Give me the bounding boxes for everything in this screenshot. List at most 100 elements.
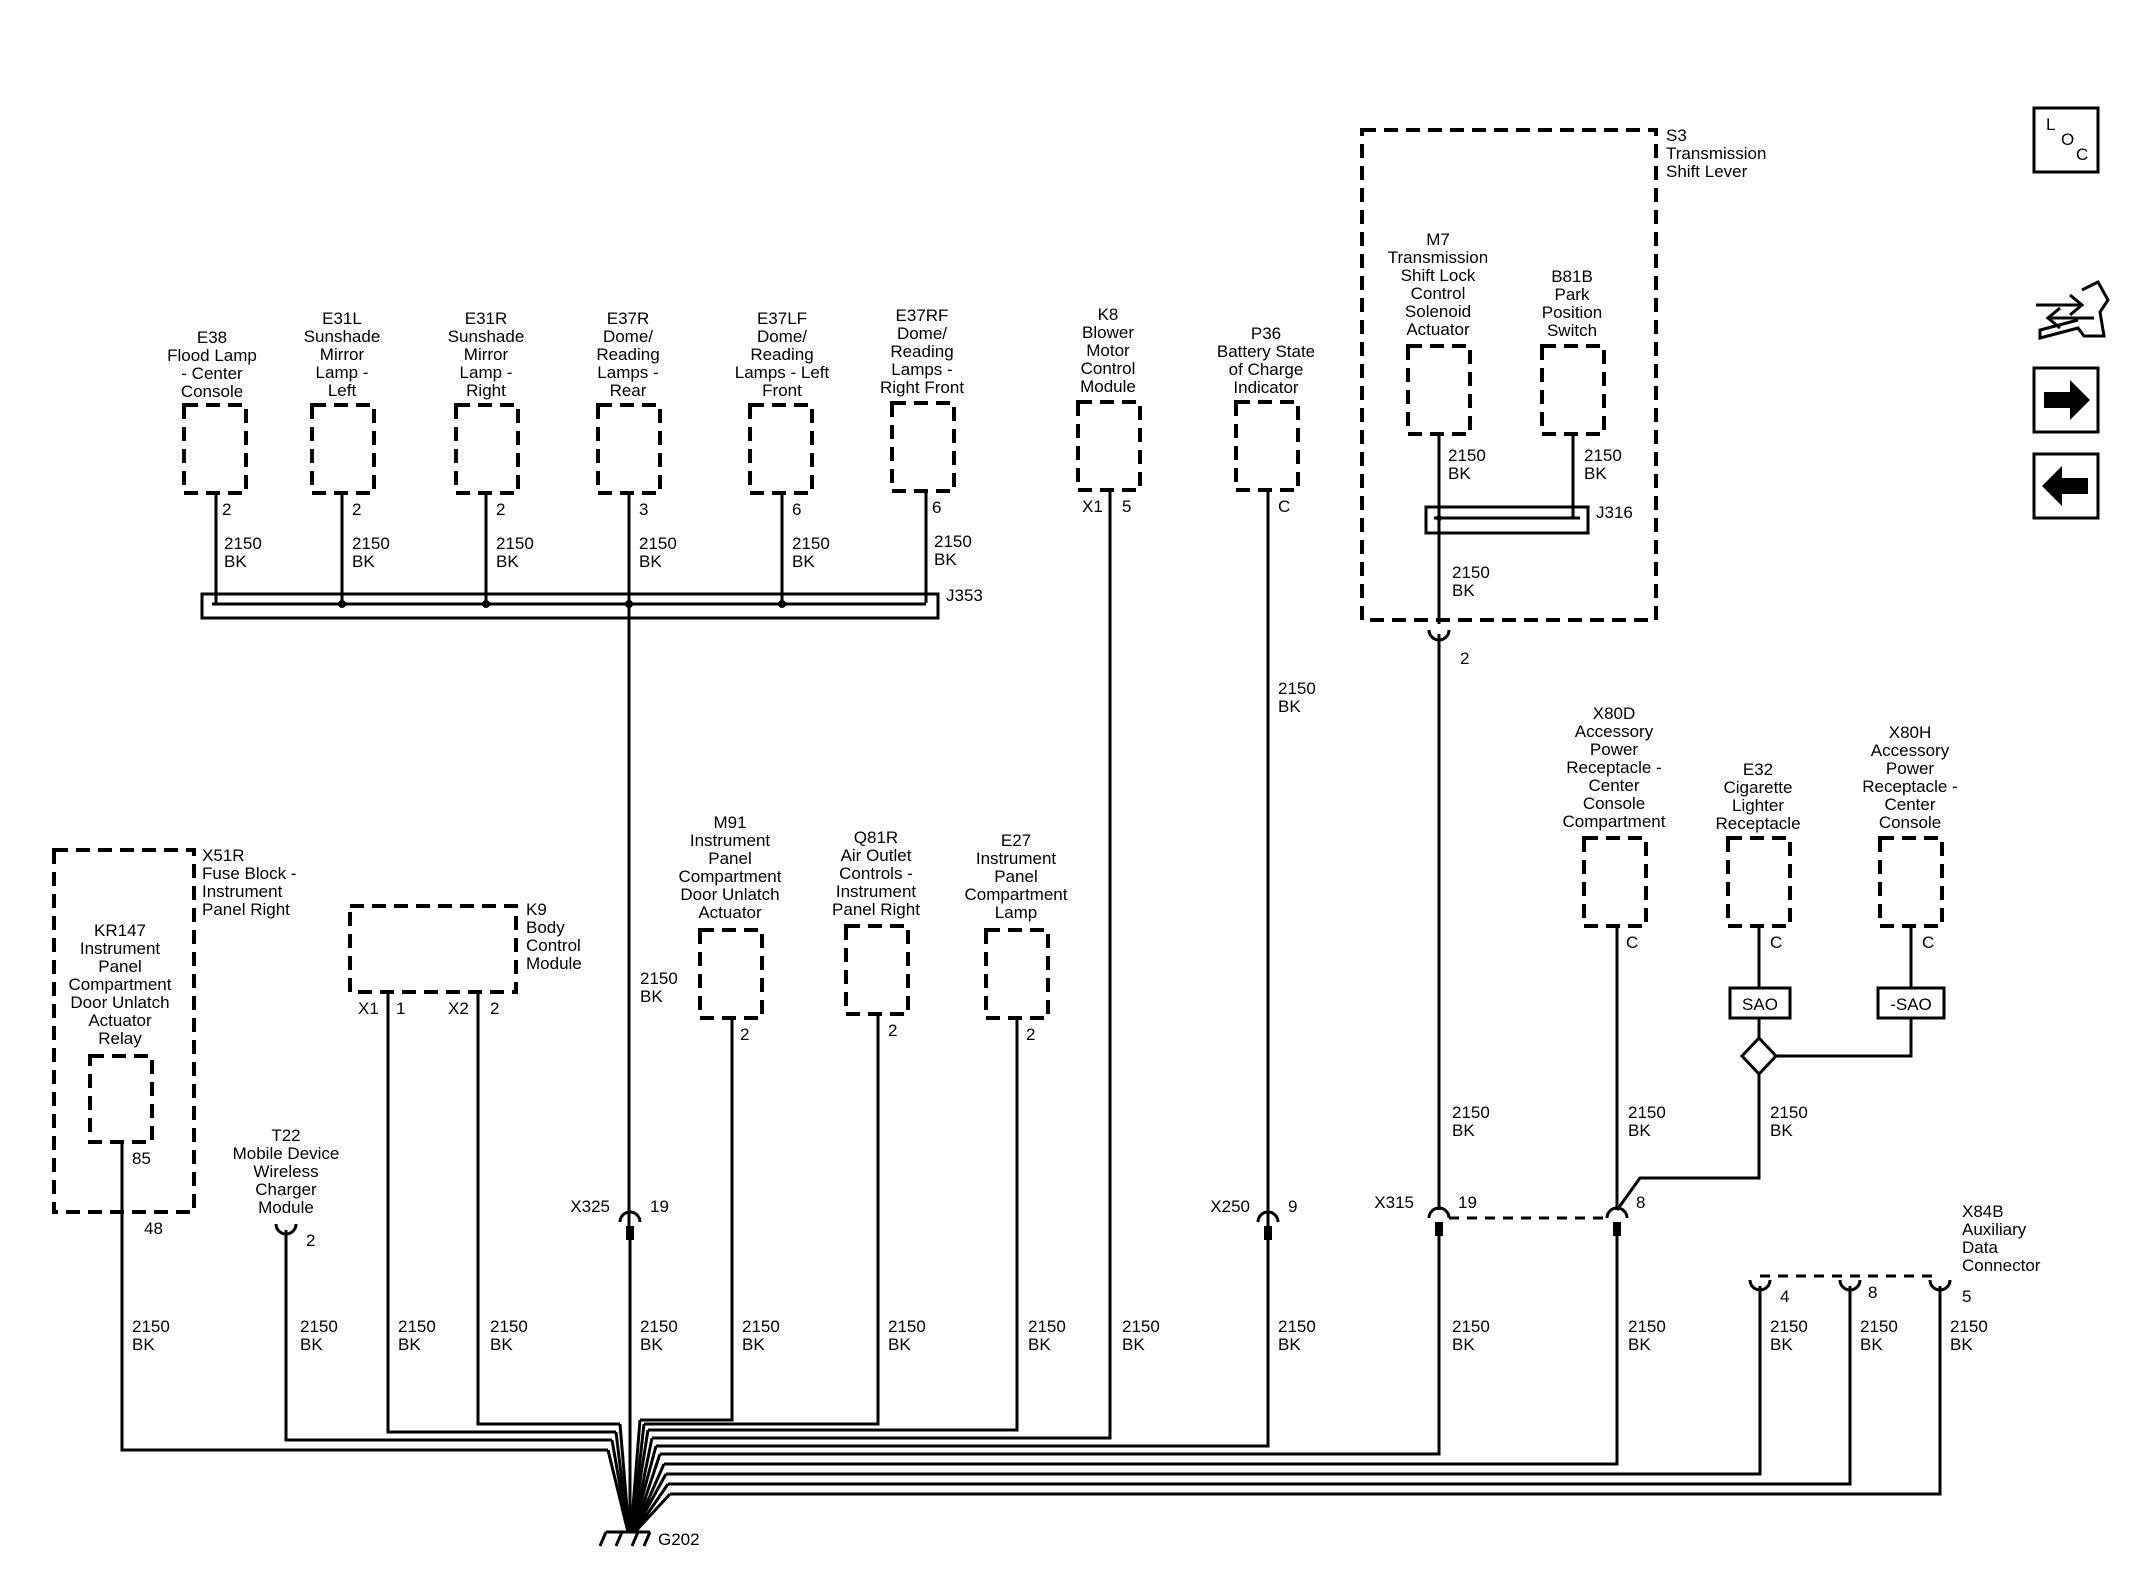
component-x80h[interactable]: X80H Accessory Power Receptacle - Center… [1862,723,1957,952]
splice-j353[interactable]: J353 [200,586,983,620]
k9-pin-1: 1 [396,999,405,1018]
s3-connector-pin: 2 [1460,649,1469,668]
svg-text:BK: BK [1452,1335,1475,1354]
svg-text:2150: 2150 [1278,679,1316,698]
svg-text:2150: 2150 [1628,1103,1666,1122]
k9-line: Body [526,918,565,937]
svg-text:2150: 2150 [1122,1317,1160,1336]
kr147-line: Panel [98,957,141,976]
component-p36[interactable]: P36 Battery State of Charge Indicator C [1217,324,1315,516]
x80d-line: Accessory [1575,722,1654,741]
s3-id: S3 [1666,126,1687,145]
k8-line: Module [1080,377,1136,396]
e37rf-line: Reading [890,342,953,361]
component-e31l[interactable]: E31L Sunshade Mirror Lamp - Left 2 [304,309,381,519]
e37rf-line: Lamps - [891,360,952,379]
svg-text:BK: BK [742,1335,765,1354]
e31r-line: Right [466,381,506,400]
svg-text:BK: BK [1770,1121,1793,1140]
p36-line: Indicator [1233,378,1299,397]
svg-text:SAO: SAO [1742,995,1778,1014]
svg-text:BK: BK [398,1335,421,1354]
svg-text:BK: BK [640,1335,663,1354]
component-e37r[interactable]: E37R Dome/ Reading Lamps - Rear 3 [596,309,662,519]
s3-line: Transmission [1666,144,1766,163]
component-q81r[interactable]: Q81R Air Outlet Controls - Instrument Pa… [832,828,920,1040]
j353-feed-wires [214,491,928,603]
component-x80d[interactable]: X80D Accessory Power Receptacle - Center… [1563,704,1666,952]
svg-text:2150: 2150 [300,1317,338,1336]
component-m91[interactable]: M91 Instrument Panel Compartment Door Un… [679,813,782,1044]
x84b-pin-b: 8 [1868,1283,1877,1302]
connector-x325[interactable]: X325 19 [570,1197,669,1240]
component-s3[interactable]: S3 Transmission Shift Lever [1360,126,1766,622]
component-x51r[interactable]: X51R Fuse Block - Instrument Panel Right… [52,846,296,1238]
e31l-pin: 2 [352,500,361,519]
component-e37rf[interactable]: E37RF Dome/ Reading Lamps - Right Front … [880,306,964,517]
e37r-line: Dome/ [603,327,653,346]
component-e27[interactable]: E27 Instrument Panel Compartment Lamp 2 [965,831,1068,1044]
t22-line: Wireless [253,1162,318,1181]
svg-text:BK: BK [1950,1335,1973,1354]
svg-text:2150: 2150 [496,534,534,553]
svg-text:2150: 2150 [1452,1103,1490,1122]
k8-connector: X1 [1082,497,1103,516]
splice-j316[interactable]: J316 [1424,503,1633,535]
x80h-line: Receptacle - [1862,777,1957,796]
connector-wrench-icon[interactable] [2036,280,2110,340]
component-e37lf[interactable]: E37LF Dome/ Reading Lamps - Left Front 6 [735,309,830,519]
svg-text:2150: 2150 [132,1317,170,1336]
g202-label: G202 [658,1530,700,1549]
m7-line: Control [1411,284,1466,303]
k8-line: Blower [1082,323,1134,342]
x80d-line: Compartment [1563,812,1666,831]
t22-line: Mobile Device [233,1144,340,1163]
component-e38[interactable]: E38 Flood Lamp - Center Console 2 [167,328,257,519]
svg-text:BK: BK [490,1335,513,1354]
svg-text:BK: BK [1028,1335,1051,1354]
e31r-pin: 2 [496,500,505,519]
svg-text:2150: 2150 [1628,1317,1666,1336]
loc-letter-c: C [2076,145,2088,164]
component-k9[interactable]: K9 Body Control Module X1 1 X2 2 [348,900,582,1018]
component-k8[interactable]: K8 Blower Motor Control Module X1 5 [1076,305,1142,516]
e37r-line: Rear [610,381,647,400]
svg-text:2150: 2150 [224,534,262,553]
x80h-line: Accessory [1871,741,1950,760]
ground-g202[interactable]: G202 [598,1530,700,1549]
location-button[interactable]: L O C [2032,106,2100,174]
e32-line: Lighter [1732,796,1784,815]
e31r-id: E31R [465,309,508,328]
loc-letter-l: L [2046,115,2055,134]
component-e32[interactable]: E32 Cigarette Lighter Receptacle C [1715,760,1800,952]
component-e31r[interactable]: E31R Sunshade Mirror Lamp - Right 2 [448,309,525,519]
e27-line: Instrument [976,849,1057,868]
k9-line: Control [526,936,581,955]
x84b-pin-a: 4 [1780,1287,1789,1306]
component-kr147[interactable]: KR147 Instrument Panel Compartment Door … [69,921,172,1168]
x325-id: X325 [570,1197,610,1216]
b81b-line: Switch [1547,321,1597,340]
e38-pin: 2 [222,500,231,519]
connector-x250[interactable]: X250 9 [1210,1197,1297,1240]
next-page-button[interactable] [2032,366,2100,434]
e31l-line: Lamp - [316,363,369,382]
x84b-pin-c: 5 [1962,1287,1971,1306]
m7-id: M7 [1426,230,1450,249]
previous-page-button[interactable] [2032,452,2100,520]
x250-id: X250 [1210,1197,1250,1216]
loc-letter-o: O [2061,130,2074,149]
s3-line: Shift Lever [1666,162,1748,181]
m7-line: Actuator [1406,320,1470,339]
component-b81b[interactable]: B81B Park Position Switch [1540,267,1606,436]
k8-pin: 5 [1122,497,1131,516]
e37r-id: E37R [607,309,650,328]
component-x84b[interactable]: X84B Auxiliary Data Connector 4 8 5 [1748,1202,2041,1306]
svg-text:2150: 2150 [742,1317,780,1336]
connector-x315[interactable]: X315 19 8 [1374,1193,1645,1236]
kr147-pin: 85 [132,1149,151,1168]
component-m7[interactable]: M7 Transmission Shift Lock Control Solen… [1388,230,1488,436]
